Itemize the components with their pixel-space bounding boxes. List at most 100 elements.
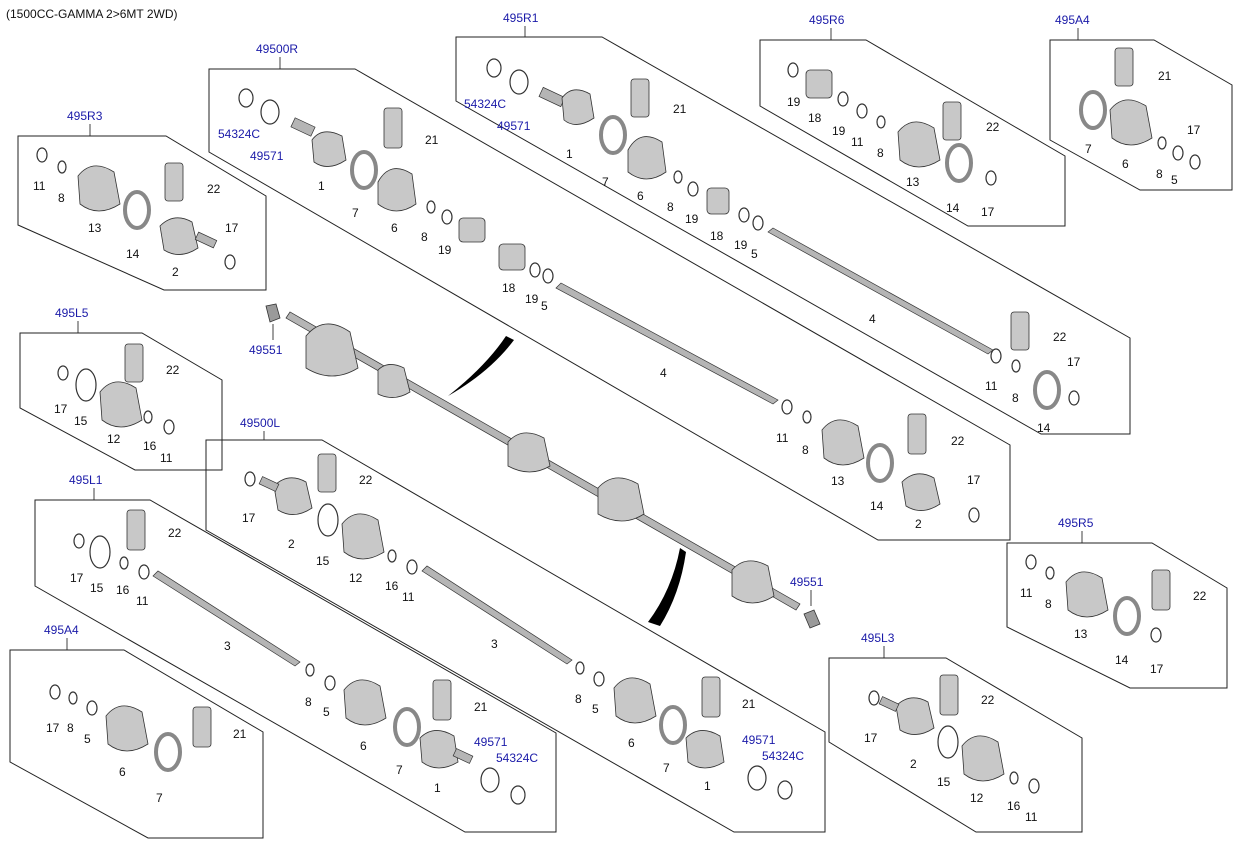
part-callout-1: 1 (318, 179, 325, 193)
part-callout-11: 11 (1020, 586, 1033, 600)
section-arrow-upper (448, 336, 514, 396)
group-49500R[interactable]: 49500R 54324C 49571 1 21 7 6 8 19 18 19 … (208, 42, 1011, 541)
part-callout-8: 8 (667, 200, 674, 214)
group-495L3[interactable]: 495L3 22 17 2 15 12 16 11 (828, 631, 1083, 833)
part-callout-11: 11 (136, 594, 149, 608)
part-callout-17: 17 (967, 473, 981, 487)
group-label-495L5: 495L5 (55, 306, 89, 320)
part-callout-21: 21 (474, 700, 488, 714)
part-callout-19: 19 (525, 292, 539, 306)
o-ring (486, 58, 502, 78)
part-callout-11: 11 (160, 451, 173, 465)
group-495R5[interactable]: 495R5 11 8 13 22 14 17 (1006, 516, 1228, 689)
part-callout-17: 17 (225, 221, 239, 235)
part-callout-22: 22 (1193, 589, 1207, 603)
part-callout-11: 11 (851, 135, 864, 149)
part-callout-19: 19 (438, 243, 452, 257)
part-callout-8: 8 (305, 695, 312, 709)
group-label-495R5: 495R5 (1058, 516, 1094, 530)
part-callout-5: 5 (592, 702, 599, 716)
part-callout-22: 22 (166, 363, 180, 377)
part-callout-19: 19 (685, 212, 699, 226)
part-callout-6: 6 (119, 765, 126, 779)
boot (627, 136, 667, 180)
group-label-495A4-top: 495A4 (1055, 13, 1090, 27)
part-callout-17: 17 (70, 571, 84, 585)
ref-54324C: 54324C (464, 97, 506, 111)
part-callout-21: 21 (425, 133, 439, 147)
part-callout-1: 1 (434, 781, 441, 795)
group-495R6[interactable]: 495R6 19 18 19 11 8 13 22 14 17 (759, 13, 1066, 227)
part-callout-21: 21 (1158, 69, 1172, 83)
part-callout-3: 3 (224, 639, 231, 653)
part-callout-6: 6 (628, 736, 635, 750)
part-callout-5: 5 (541, 299, 548, 313)
part-callout-19: 19 (787, 95, 801, 109)
part-callout-1: 1 (704, 779, 711, 793)
group-label-49500R: 49500R (256, 42, 298, 56)
part-callout-21: 21 (233, 727, 247, 741)
part-callout-15: 15 (90, 581, 104, 595)
part-callout-5: 5 (751, 247, 758, 261)
part-callout-2: 2 (910, 757, 917, 771)
part-callout-8: 8 (58, 191, 65, 205)
part-callout-15: 15 (74, 414, 88, 428)
group-label-495R6: 495R6 (809, 13, 845, 27)
part-callout-8: 8 (802, 443, 809, 457)
ref-label-49571: 49571 (474, 735, 508, 749)
ref-label-54324C: 54324C (218, 127, 260, 141)
part-callout-12: 12 (107, 432, 121, 446)
part-callout-6: 6 (1122, 157, 1129, 171)
part-callout-17: 17 (242, 511, 256, 525)
part-callout-14: 14 (1037, 421, 1051, 435)
part-callout-15: 15 (316, 554, 330, 568)
part-callout-2: 2 (172, 265, 179, 279)
part-callout-21: 21 (673, 102, 687, 116)
part-callout-13: 13 (1074, 627, 1088, 641)
group-495L5[interactable]: 495L5 22 17 15 12 16 11 (19, 306, 223, 471)
part-callout-22: 22 (359, 473, 373, 487)
part-callout-8: 8 (421, 230, 428, 244)
group-49500L[interactable]: 49500L 22 17 2 15 12 16 11 3 8 5 6 21 7 … (205, 416, 826, 833)
part-callout-17: 17 (1067, 355, 1081, 369)
part-callout-6: 6 (360, 739, 367, 753)
part-callout-5: 5 (323, 705, 330, 719)
damper (706, 187, 730, 215)
part-callout-13: 13 (906, 175, 920, 189)
grease-tube (630, 78, 650, 118)
part-callout-11: 11 (776, 431, 789, 445)
part-callout-16: 16 (143, 439, 157, 453)
ref-49551-right: 49551 (790, 575, 824, 589)
part-callout-22: 22 (1053, 330, 1067, 344)
outer-cv-joint (311, 131, 347, 167)
part-callout-17: 17 (1150, 662, 1164, 676)
part-callout-8: 8 (1012, 391, 1019, 405)
part-callout-6: 6 (391, 221, 398, 235)
part-callout-11: 11 (985, 379, 998, 393)
ref-49571: 49571 (497, 119, 531, 133)
part-callout-2: 2 (288, 537, 295, 551)
group-495A4-bottom[interactable]: 495A4 17 8 5 6 21 7 (9, 623, 264, 839)
part-callout-8: 8 (1045, 597, 1052, 611)
part-callout-21: 21 (742, 697, 756, 711)
part-callout-17: 17 (1187, 123, 1201, 137)
part-callout-2: 2 (915, 517, 922, 531)
part-callout-22: 22 (207, 182, 221, 196)
part-callout-22: 22 (981, 693, 995, 707)
group-label-49500L: 49500L (240, 416, 280, 430)
part-callout-16: 16 (385, 579, 399, 593)
ref-label-54324C: 54324C (762, 749, 804, 763)
part-callout-7: 7 (156, 791, 163, 805)
drive-shaft (767, 227, 994, 355)
group-495A4-top[interactable]: 495A4 21 7 6 8 5 17 (1049, 13, 1233, 191)
group-495L1[interactable]: 495L1 22 17 15 16 11 3 8 5 6 21 7 1 4957… (34, 473, 557, 833)
part-callout-16: 16 (116, 583, 130, 597)
part-callout-12: 12 (349, 571, 363, 585)
ref-label-49571: 49571 (742, 733, 776, 747)
part-callout-11: 11 (33, 179, 46, 193)
outer-cv-joint (561, 89, 595, 125)
group-495R1[interactable]: 495R1 54324C 49571 1 21 7 6 8 19 18 19 5… (455, 11, 1131, 435)
part-callout-4: 4 (869, 312, 876, 326)
part-callout-7: 7 (602, 175, 609, 189)
group-495R3[interactable]: 495R3 11 8 13 22 14 2 17 (17, 109, 267, 291)
